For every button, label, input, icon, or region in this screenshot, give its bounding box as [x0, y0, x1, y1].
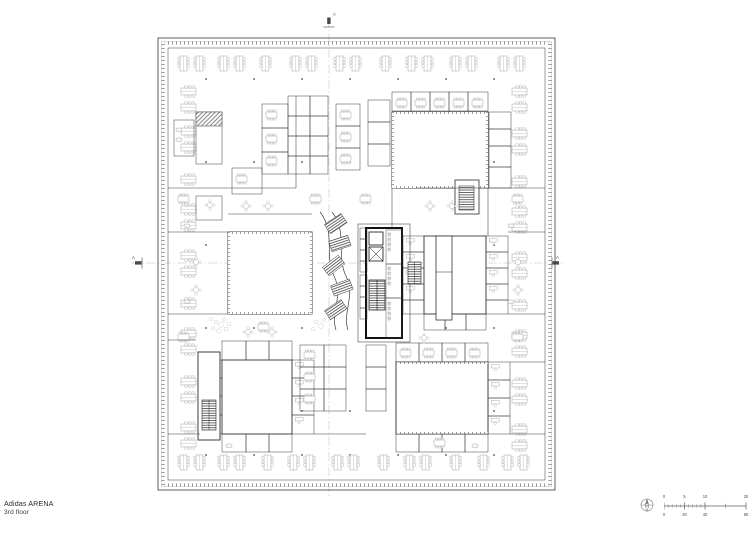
scale-imperial-tick-1: 20	[682, 512, 687, 517]
svg-text:A: A	[556, 255, 559, 260]
west-stair-core	[197, 351, 221, 441]
meeting-room-cells	[199, 91, 512, 453]
secondary-stair	[407, 261, 422, 285]
section-marker-left: A	[131, 255, 565, 269]
section-marker-right: A	[551, 255, 559, 269]
void-southwest	[221, 359, 293, 435]
northwest-service-wing	[173, 111, 263, 221]
scale-block: 0 5 10 20 m	[636, 492, 748, 526]
scale-metric-tick-0: 0	[662, 494, 666, 499]
scale-imperial-tick-3: 80	[743, 512, 749, 517]
svg-text:A: A	[132, 255, 135, 260]
drawing-title: 3rd floor	[4, 508, 30, 516]
interior-voids	[221, 111, 489, 435]
scale-metric-tick-1: 5	[683, 494, 686, 499]
lift-shaft-group	[368, 231, 384, 262]
northeast-stair-core	[454, 179, 480, 215]
building-envelope	[157, 37, 556, 491]
scale-imperial-tick-0: 0	[662, 512, 666, 517]
planting-cluster	[209, 317, 326, 334]
scale-bar-graphic	[664, 502, 747, 510]
project-title: Adidas ARENA	[4, 499, 54, 508]
spine-stair-runs	[322, 213, 354, 321]
washroom-block	[385, 229, 403, 339]
void-northeast	[391, 111, 489, 189]
circulation-spine	[319, 211, 354, 331]
void-southeast	[395, 361, 489, 435]
void-west	[227, 231, 313, 315]
core-stair	[368, 279, 386, 311]
north-arrow-icon	[640, 498, 654, 513]
section-marker-top: A	[323, 12, 336, 497]
internal-partitions	[168, 96, 545, 435]
void-east	[423, 235, 487, 315]
scale-bar: 0 5 10 20 m	[662, 494, 749, 524]
title-block: Adidas ARENA 3rd floor	[4, 499, 54, 517]
east-corridor-block	[435, 235, 453, 321]
scale-metric-tick-3: 20	[743, 494, 749, 499]
scale-imperial-tick-2: 40	[702, 512, 708, 517]
svg-text:A: A	[333, 12, 336, 17]
central-service-core	[357, 223, 422, 343]
scale-metric-tick-2: 10	[702, 494, 708, 499]
